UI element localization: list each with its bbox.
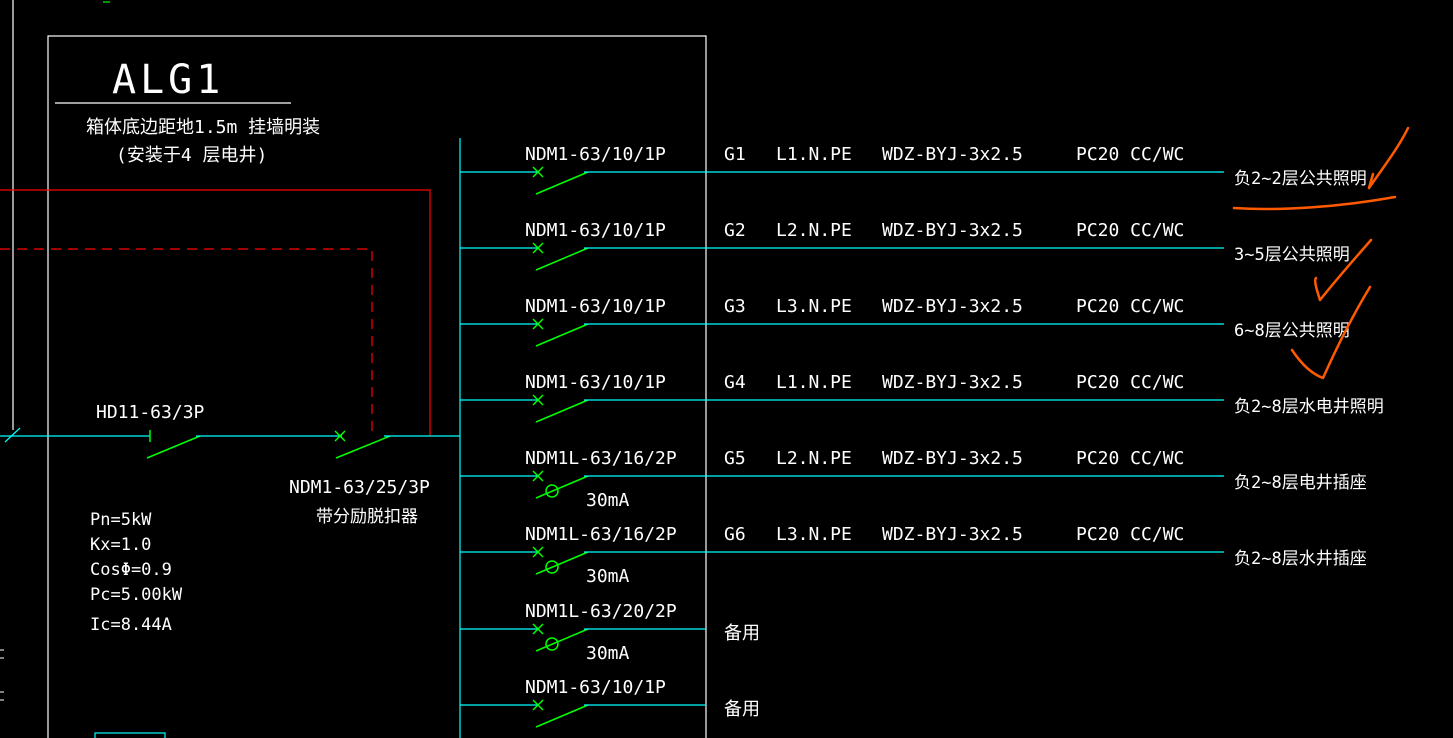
panel-enclosure-box xyxy=(47,35,707,738)
markup-check-3 xyxy=(1290,285,1372,380)
circuit-8-x-mark-b xyxy=(532,699,544,711)
circuit-5-id: G5 xyxy=(724,448,746,469)
markup-underline xyxy=(1232,195,1397,211)
circuit-7-rcd-label: 30mA xyxy=(586,643,630,664)
circuit-4-x-mark-b xyxy=(532,394,544,406)
main-breaker-x-mark xyxy=(334,430,346,442)
circuit-6-breaker-label: NDM1L-63/16/2P xyxy=(525,524,677,545)
circuit-2-conduit: PC20 CC/WC xyxy=(1076,220,1184,241)
red-control-dashed-line xyxy=(0,248,373,436)
incoming-tick xyxy=(4,427,21,443)
circuit-4-cable: WDZ-BYJ-3x2.5 xyxy=(882,372,1023,393)
param-kx: Kx=1.0 xyxy=(90,535,151,555)
circuit-4-load: 负2~8层水电井照明 xyxy=(1234,397,1384,417)
load-parameters: Pn=5kW Kx=1.0 CosΦ=0.9 Pc=5.00kW Ic=8.44… xyxy=(90,510,183,635)
circuit-3-breaker-label: NDM1-63/10/1P xyxy=(525,296,666,317)
circuit-8-breaker-label: NDM1-63/10/1P xyxy=(525,677,666,698)
panel-title: ALG1 xyxy=(112,57,224,103)
hand-drawn-markup xyxy=(1232,126,1410,380)
circuit-7-x-mark-b xyxy=(532,623,544,635)
circuit-6-switch-blade xyxy=(535,551,589,575)
circuit-7-breaker-label: NDM1L-63/20/2P xyxy=(525,601,677,622)
circuit-4-id: G4 xyxy=(724,372,746,393)
circuit-7-rcd-circle xyxy=(545,637,559,651)
main-breaker-switch-blade xyxy=(335,435,391,459)
circuit-5-x-mark-b xyxy=(532,470,544,482)
circuit-2-id: G2 xyxy=(724,220,746,241)
circuit-8-switch-blade xyxy=(535,704,589,728)
circuit-4-switch-blade xyxy=(535,399,589,423)
circuit-1-switch-blade xyxy=(535,171,589,195)
circuit-5-breaker-label: NDM1L-63/16/2P xyxy=(525,448,677,469)
markup-check-1 xyxy=(1367,126,1410,190)
circuit-5-conduit: PC20 CC/WC xyxy=(1076,448,1184,469)
circuit-3-x-mark-b xyxy=(532,318,544,330)
circuit-1-conduit: PC20 CC/WC xyxy=(1076,144,1184,165)
circuit-5-rcd-label: 30mA xyxy=(586,490,630,511)
circuit-5-switch-blade xyxy=(535,475,589,499)
circuit-2-phase: L2.N.PE xyxy=(776,220,852,241)
param-pn: Pn=5kW xyxy=(90,510,152,530)
circuit-4-breaker-label: NDM1-63/10/1P xyxy=(525,372,666,393)
circuit-6-conduit: PC20 CC/WC xyxy=(1076,524,1184,545)
circuit-1-id: G1 xyxy=(724,144,746,165)
circuit-2-breaker-label: NDM1-63/10/1P xyxy=(525,220,666,241)
circuit-2-load: 3~5层公共照明 xyxy=(1234,245,1350,265)
location-note: (安装于4 层电井) xyxy=(116,145,267,166)
circuit-2-switch-blade xyxy=(535,247,589,271)
circuit-8-spare-label: 备用 xyxy=(724,699,760,720)
circuit-7-switch-blade xyxy=(535,628,589,652)
circuit-6-cable: WDZ-BYJ-3x2.5 xyxy=(882,524,1023,545)
param-ic: Ic=8.44A xyxy=(90,615,172,635)
circuit-4-conduit: PC20 CC/WC xyxy=(1076,372,1184,393)
circuit-5-phase: L2.N.PE xyxy=(776,448,852,469)
bottom-small-box xyxy=(94,732,166,738)
red-feeder-line xyxy=(0,189,431,436)
isolator-switch-blade xyxy=(146,435,201,459)
main-breaker-label: NDM1-63/25/3P xyxy=(289,477,430,498)
circuit-6-rcd-label: 30mA xyxy=(586,566,630,587)
circuit-3-cable: WDZ-BYJ-3x2.5 xyxy=(882,296,1023,317)
circuit-1-cable: WDZ-BYJ-3x2.5 xyxy=(882,144,1023,165)
circuit-3-load: 6~8层公共照明 xyxy=(1234,321,1350,341)
circuit-6-load: 负2~8层水井插座 xyxy=(1234,549,1367,569)
circuit-5-cable: WDZ-BYJ-3x2.5 xyxy=(882,448,1023,469)
param-pc: Pc=5.00kW xyxy=(90,585,183,605)
circuit-3-id: G3 xyxy=(724,296,746,317)
circuit-6-rcd-circle xyxy=(545,560,559,574)
circuit-1-load: 负2~2层公共照明 xyxy=(1234,169,1367,189)
circuit-1-phase: L1.N.PE xyxy=(776,144,852,165)
install-note: 箱体底边距地1.5m 挂墙明装 xyxy=(86,117,320,138)
circuit-2-x-mark-b xyxy=(532,242,544,254)
circuit-1-x-mark-b xyxy=(532,166,544,178)
circuit-5-rcd-circle xyxy=(545,484,559,498)
circuit-5-load: 负2~8层电井插座 xyxy=(1234,473,1367,493)
circuit-7-spare-label: 备用 xyxy=(724,623,760,644)
main-breaker-note: 带分励脱扣器 xyxy=(316,507,418,527)
circuit-6-phase: L3.N.PE xyxy=(776,524,852,545)
circuit-2-cable: WDZ-BYJ-3x2.5 xyxy=(882,220,1023,241)
circuit-3-conduit: PC20 CC/WC xyxy=(1076,296,1184,317)
isolator-label: HD11-63/3P xyxy=(96,402,205,423)
circuit-4-phase: L1.N.PE xyxy=(776,372,852,393)
circuit-1-breaker-label: NDM1-63/10/1P xyxy=(525,144,666,165)
markup-check-2 xyxy=(1313,238,1373,302)
circuit-3-switch-blade xyxy=(535,323,589,347)
circuit-6-x-mark-b xyxy=(532,546,544,558)
circuit-6-id: G6 xyxy=(724,524,746,545)
left-edge-fragments xyxy=(0,649,4,701)
param-cos: CosΦ=0.9 xyxy=(90,560,172,580)
circuit-3-phase: L3.N.PE xyxy=(776,296,852,317)
